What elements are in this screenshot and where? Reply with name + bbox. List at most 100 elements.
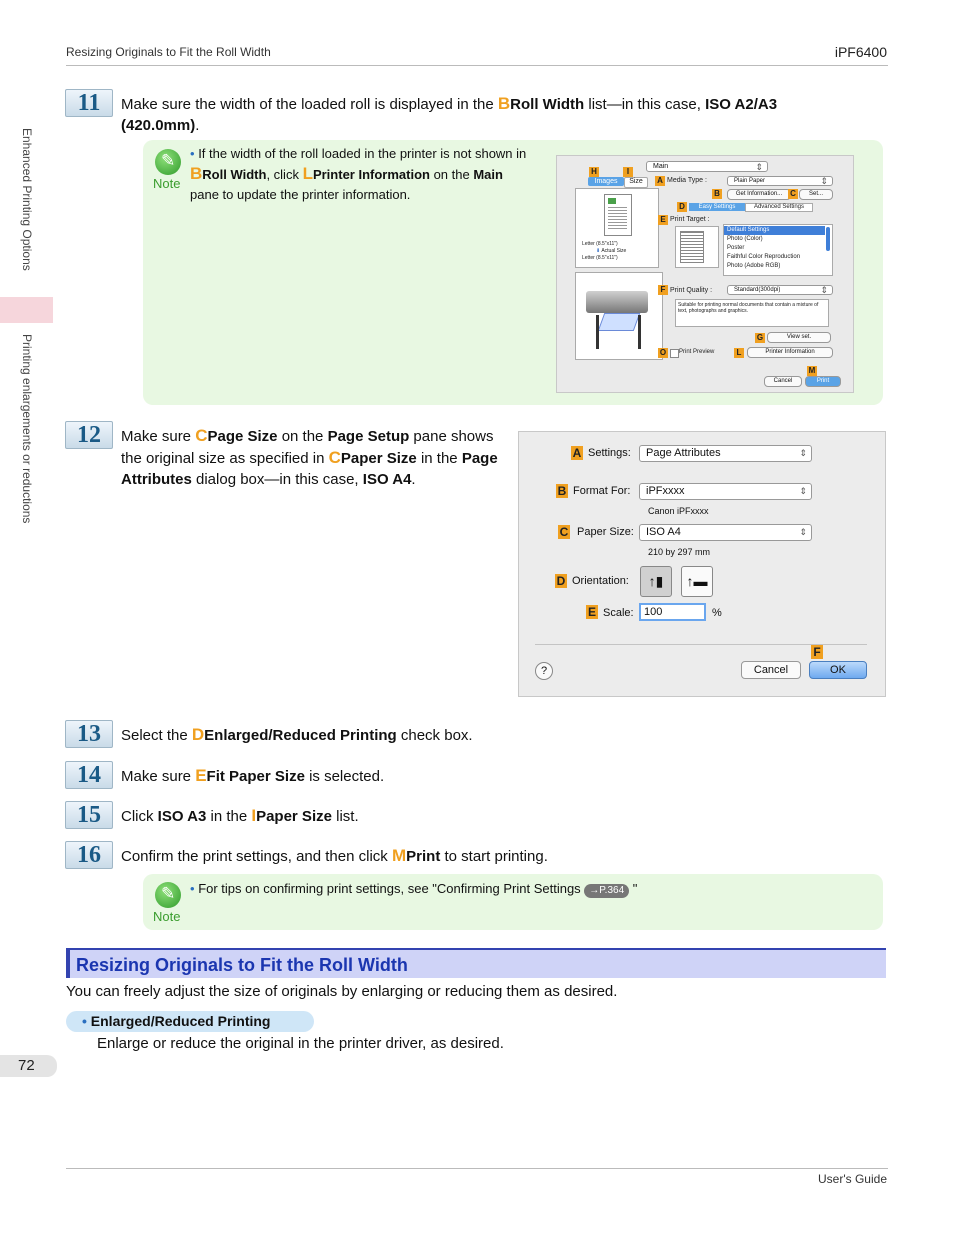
badge-e: E	[586, 605, 598, 619]
tab-images[interactable]: Images	[588, 177, 624, 186]
printer-driver-screenshot: Main H I Images Size Letter (8.5"x11") ⬇…	[556, 155, 854, 393]
topic-pill	[66, 1011, 314, 1032]
badge-a: A	[571, 446, 583, 460]
arrow-down-icon: ⬇	[596, 248, 601, 254]
step-number-11: 11	[65, 89, 113, 117]
step-13-text: Select the DEnlarged/Reduced Printing ch…	[121, 725, 473, 744]
step-number-15: 15	[65, 801, 113, 829]
note-pencil-icon	[155, 882, 181, 908]
advanced-settings-tab[interactable]: Advanced Settings	[745, 203, 813, 212]
note-box-2	[143, 874, 883, 930]
list-item[interactable]: Default Settings	[724, 226, 825, 235]
bullet-icon: •	[190, 146, 195, 161]
badge-m: M	[807, 366, 817, 376]
help-icon[interactable]: ?	[535, 662, 553, 680]
badge-f: F	[658, 285, 668, 295]
topic-pill-label[interactable]: • Enlarged/Reduced Printing	[82, 1013, 271, 1029]
portrait-icon: ↑▮	[648, 573, 664, 589]
bullet-icon: •	[82, 1013, 87, 1029]
note-pencil-icon	[155, 149, 181, 175]
note-label-2: Note	[153, 909, 181, 924]
side-tab-marker	[0, 297, 53, 323]
header-rule	[66, 65, 888, 66]
badge-h: H	[589, 167, 599, 177]
badge-b: B	[712, 189, 722, 199]
note-2-text: • For tips on confirming print settings,…	[190, 881, 638, 898]
section-heading-bar	[66, 948, 886, 978]
media-type-popup[interactable]: Plain Paper	[727, 176, 833, 186]
badge-b: B	[556, 484, 568, 498]
topic-description: Enlarge or reduce the original in the pr…	[97, 1035, 504, 1052]
view-set-button[interactable]: View set.	[767, 332, 831, 343]
page-number: 72	[18, 1057, 35, 1074]
step-number-12: 12	[65, 421, 113, 449]
landscape-icon: ↑▬	[686, 573, 708, 589]
list-item[interactable]: Poster	[727, 245, 745, 251]
badge-c: C	[558, 525, 570, 539]
footer-text: User's Guide	[818, 1172, 887, 1186]
running-header-model: iPF6400	[834, 44, 887, 60]
list-item[interactable]: Photo (Color)	[727, 236, 763, 242]
side-chapter-label: Enhanced Printing Options	[20, 128, 34, 271]
format-for-popup[interactable]: iPFxxxx	[639, 483, 812, 500]
badge-d: D	[677, 202, 687, 212]
step-11-text: Make sure the width of the loaded roll i…	[121, 94, 778, 134]
dialog-divider	[535, 644, 867, 645]
step-15-text: Click ISO A3 in the IPaper Size list.	[121, 806, 359, 825]
page-attributes-dialog-screenshot: A Settings: Page Attributes B Format For…	[518, 431, 886, 697]
side-section-label: Printing enlargements or reductions	[20, 334, 34, 524]
print-target-thumbnail	[675, 226, 719, 268]
paper-size-popup[interactable]: ISO A4	[639, 524, 812, 541]
bullet-icon: •	[190, 881, 195, 896]
scale-input[interactable]: 100	[639, 603, 706, 621]
ok-button[interactable]: OK	[809, 661, 867, 679]
badge-f: F	[811, 645, 823, 659]
main-tab-popup[interactable]: Main	[646, 161, 768, 172]
page-thumbnail	[604, 194, 632, 236]
printer-image-pane	[575, 272, 663, 360]
badge-a: A	[655, 176, 665, 186]
page-number-tab	[0, 1055, 57, 1077]
badge-e: E	[658, 215, 668, 225]
badge-g: G	[755, 333, 765, 343]
driver-cancel-button[interactable]: Cancel	[764, 376, 802, 387]
step-16-text: Confirm the print settings, and then cli…	[121, 846, 548, 865]
list-item[interactable]: Faithful Color Reproduction	[727, 254, 801, 260]
footer-rule	[66, 1168, 888, 1169]
quality-description: Suitable for printing normal documents t…	[675, 299, 829, 327]
get-information-button[interactable]: Get Information...	[727, 189, 791, 200]
step-number-13: 13	[65, 720, 113, 748]
print-quality-popup[interactable]: Standard(300dpi)	[727, 285, 833, 295]
step-number-14: 14	[65, 761, 113, 789]
note-text: • If the width of the roll loaded in the…	[190, 146, 527, 202]
set-button[interactable]: Set...	[799, 189, 833, 200]
step-12-text: Make sure CPage Size on the Page Setup p…	[121, 426, 498, 488]
badge-d: D	[555, 574, 567, 588]
list-item[interactable]: Photo (Adobe RGB)	[727, 263, 781, 269]
step-number-16: 16	[65, 841, 113, 869]
section-intro: You can freely adjust the size of origin…	[66, 983, 618, 1000]
list-scrollbar[interactable]	[826, 227, 830, 251]
driver-print-button[interactable]: Print	[805, 376, 841, 387]
note-label: Note	[153, 176, 181, 191]
settings-popup[interactable]: Page Attributes	[639, 445, 812, 462]
actual-size-label: ⬇ Actual Size	[596, 248, 627, 254]
running-header-title: Resizing Originals to Fit the Roll Width	[66, 45, 271, 59]
portrait-orientation-button[interactable]: ↑▮	[640, 566, 672, 597]
badge-c: C	[788, 189, 798, 199]
print-target-list[interactable]: Default Settings Photo (Color) Poster Fa…	[723, 224, 833, 276]
section-title: Resizing Originals to Fit the Roll Width	[76, 955, 408, 975]
printer-icon	[586, 291, 648, 313]
badge-l: L	[734, 348, 744, 358]
landscape-orientation-button[interactable]: ↑▬	[681, 566, 713, 597]
badge-i: I	[623, 167, 633, 177]
layout-preview-pane: Letter (8.5"x11") ⬇ Actual Size Letter (…	[575, 188, 659, 268]
tab-size[interactable]: Size	[624, 177, 648, 188]
cancel-button[interactable]: Cancel	[741, 661, 801, 679]
print-preview-checkbox[interactable]	[670, 349, 679, 358]
printer-information-button[interactable]: Printer Information	[747, 347, 833, 358]
easy-settings-tab[interactable]: Easy Settings	[689, 203, 745, 211]
badge-o: O	[658, 348, 668, 358]
page-reference-link[interactable]: →P.364	[584, 884, 630, 898]
step-14-text: Make sure EFit Paper Size is selected.	[121, 766, 385, 785]
